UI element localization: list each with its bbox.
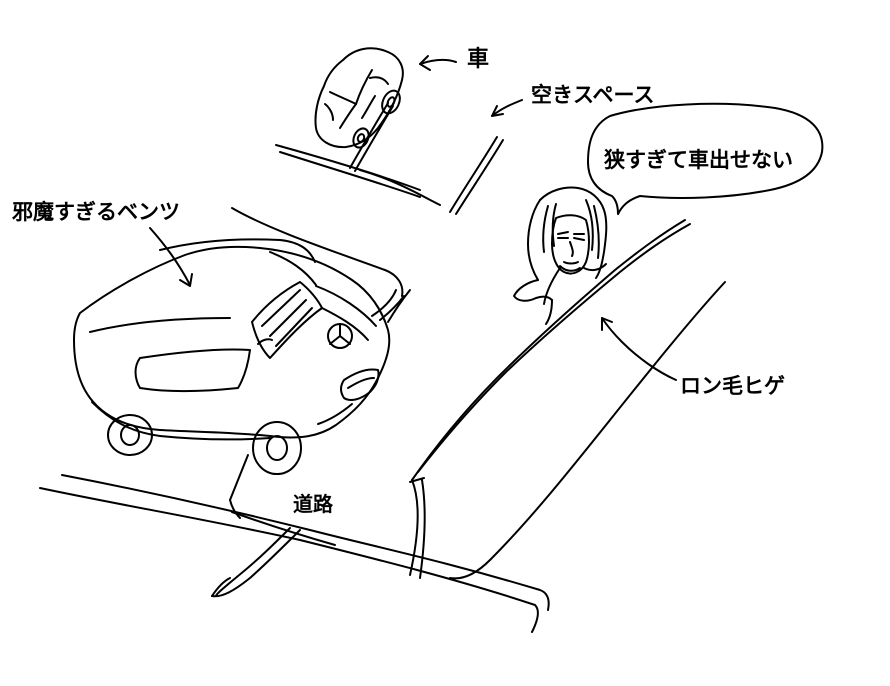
label-benz: 邪魔すぎるベンツ xyxy=(12,200,180,224)
person-pointer-arrow xyxy=(601,317,677,381)
label-road: 道路 xyxy=(293,492,333,516)
benz-car-drawing xyxy=(73,238,405,475)
small-car-drawing xyxy=(314,47,404,149)
parking-lines xyxy=(275,102,504,215)
speech-bubble-outline xyxy=(587,102,824,215)
label-long-hair-beard: ロン毛ヒゲ xyxy=(680,374,785,398)
parking-ground-lines xyxy=(229,207,411,519)
label-car: 車 xyxy=(467,47,490,72)
speech-bubble-text: 狭すぎて車出せない xyxy=(604,148,793,172)
space-pointer-arrow xyxy=(491,99,523,117)
benz-pointer-arrow xyxy=(149,227,193,287)
label-empty-space: 空きスペース xyxy=(531,83,655,107)
car-pointer-arrow xyxy=(419,55,457,71)
building-wall xyxy=(409,219,726,580)
long-hair-person-drawing xyxy=(513,186,608,325)
road-lines xyxy=(39,474,550,633)
road-pointer-arrow xyxy=(215,527,291,597)
